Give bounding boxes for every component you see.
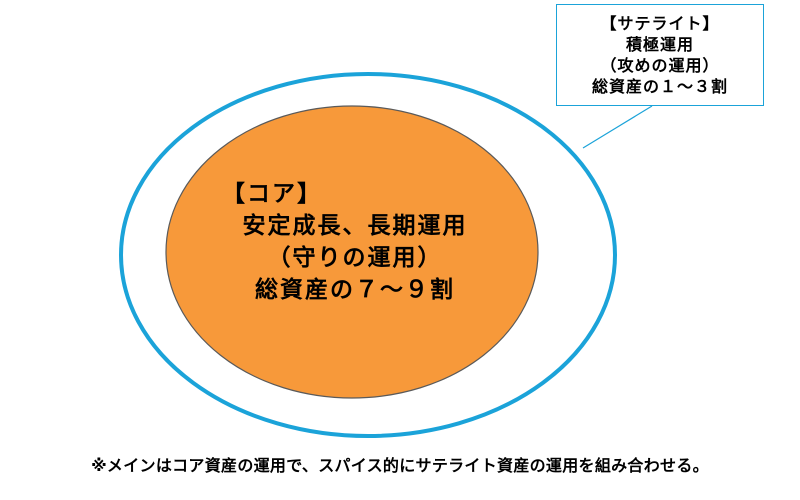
callout-leader-line xyxy=(582,105,653,149)
core-line-1: 安定成長、長期運用 xyxy=(242,213,468,239)
satellite-line-1: 積極運用 xyxy=(625,35,694,54)
footnote: ※メインはコア資産の運用で、スパイス的にサテライト資産の運用を組み合わせる。 xyxy=(91,456,709,475)
satellite-outer-ellipse xyxy=(119,72,617,438)
satellite-line-2: （攻めの運用） xyxy=(600,56,720,75)
core-label: 【コア】 安定成長、長期運用 （守りの運用） 総資産の７～９割 xyxy=(190,178,520,306)
core-ellipse xyxy=(165,105,539,399)
satellite-line-3: 総資産の１～３割 xyxy=(591,77,728,96)
satellite-title: 【サテライト】 xyxy=(600,14,720,33)
core-line-3: 総資産の７～９割 xyxy=(255,277,455,303)
satellite-callout-box: 【サテライト】 積極運用 （攻めの運用） 総資産の１～３割 xyxy=(556,4,764,106)
core-line-2: （守りの運用） xyxy=(267,245,443,271)
core-title: 【コア】 xyxy=(222,181,322,207)
